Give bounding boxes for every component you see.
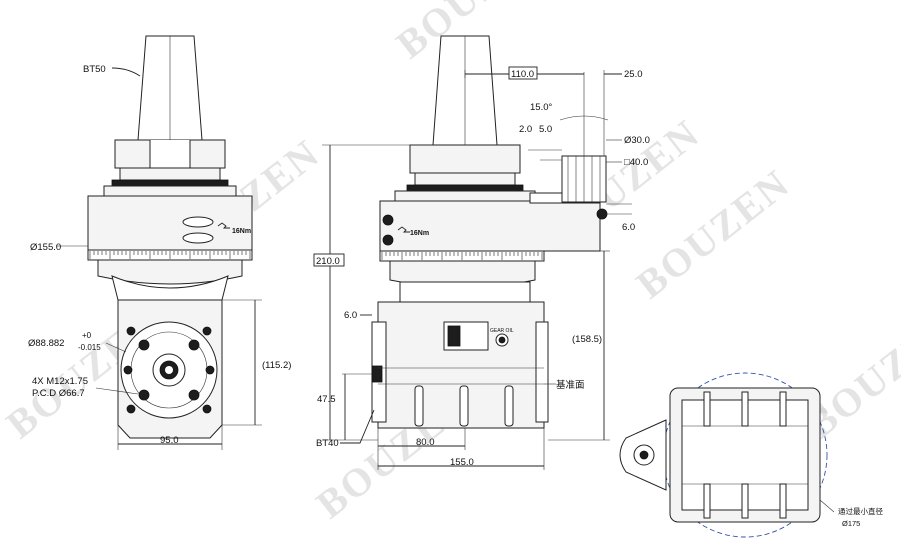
- oil-plate-text: GEAR OIL: [490, 328, 514, 334]
- dim-47: 47.5: [317, 394, 336, 405]
- dim-5: 5.0: [539, 124, 552, 135]
- dim-6-left: 6.0: [344, 310, 357, 321]
- dim-square40: □40.0: [624, 157, 648, 168]
- clearance-value: Ø175: [842, 519, 860, 528]
- dim-80: 80.0: [416, 437, 435, 448]
- dim-110: 110.0: [511, 69, 534, 80]
- base-label: 基准面: [556, 379, 585, 391]
- left-scale-ticks: [89, 251, 251, 259]
- left-view: 16Nm BT50 Ø155.0 Ø88.882 +0 -0.015 4X M1…: [28, 35, 291, 450]
- dim-6-right: 6.0: [622, 222, 635, 233]
- left-pcd-label: P.C.D Ø66.7: [32, 388, 85, 399]
- left-diameter-label: Ø155.0: [30, 242, 61, 253]
- dim-2: 2.0: [519, 124, 532, 135]
- front-scale-ticks: [381, 252, 543, 260]
- dim-158: (158.5): [572, 334, 602, 345]
- left-bore-tol-minus: -0.015: [78, 343, 101, 352]
- left-torque-label: 16Nm: [232, 228, 251, 235]
- left-bore-label: Ø88.882: [28, 338, 64, 349]
- front-ribs: [414, 385, 514, 427]
- bottom-view: 通过最小直径 Ø175: [619, 372, 883, 538]
- left-collar: [111, 179, 229, 187]
- dim-155: 155.0: [450, 457, 474, 468]
- dim-dia30: Ø30.0: [624, 135, 650, 146]
- left-bolts-label: 4X M12x1.75: [32, 376, 88, 387]
- dim-25: 25.0: [624, 69, 643, 80]
- left-height-label: (115.2): [262, 360, 291, 371]
- left-bolts: [123, 326, 215, 414]
- front-body: [379, 200, 601, 252]
- dim-210: 210.0: [316, 256, 340, 267]
- clearance-label: 通过最小直径: [838, 506, 883, 516]
- spindle-label: BT40: [316, 438, 339, 449]
- left-bore-tol-plus: +0: [82, 331, 92, 340]
- front-flange: [409, 144, 521, 174]
- left-body: [87, 195, 253, 251]
- front-view: 16Nm GEAR OIL: [313, 35, 650, 470]
- bottom-ribs: [703, 391, 787, 519]
- left-taper-label: BT50: [83, 64, 106, 75]
- front-torque-label: 16Nm: [410, 230, 429, 237]
- dim-angle: 15.0°: [530, 102, 552, 113]
- output-knurl: [567, 156, 601, 202]
- left-width-label: 95.0: [160, 435, 179, 446]
